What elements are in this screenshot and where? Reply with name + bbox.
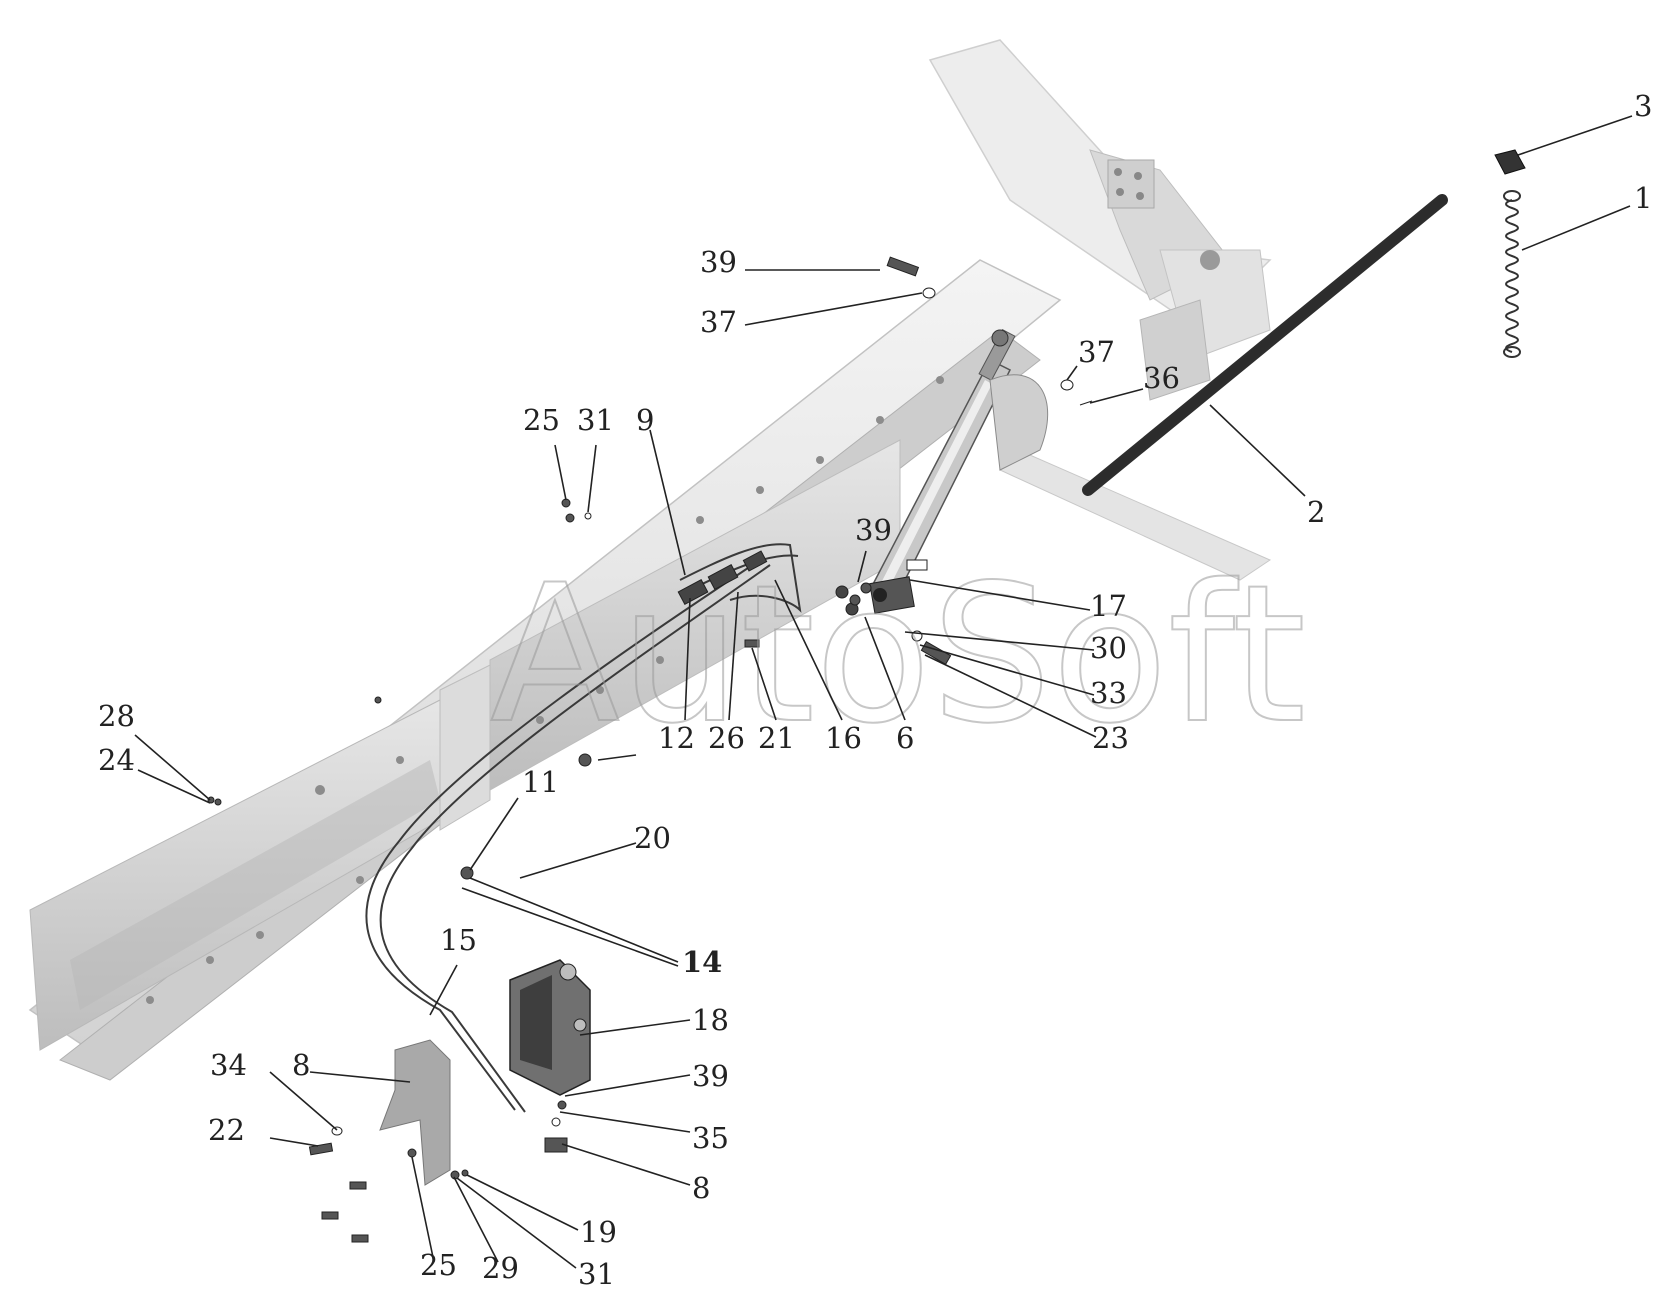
callout-34: 36 xyxy=(1143,361,1180,395)
small-hardware xyxy=(207,256,1093,1243)
hydraulic-cylinder xyxy=(868,328,1049,614)
clamp-part-3 xyxy=(1494,149,1526,175)
spring-part-1 xyxy=(1503,190,1521,358)
rod-part-2 xyxy=(1082,194,1448,496)
callout-33: 33 xyxy=(1090,676,1127,710)
callout-8-label: 8 xyxy=(292,1048,310,1082)
callout-14: 14 xyxy=(682,945,722,979)
bracket-part-8 xyxy=(379,1039,451,1186)
callout-31-top: 31 xyxy=(577,403,614,437)
callout-6: 6 xyxy=(896,721,914,755)
callout-28: 29 xyxy=(482,1251,519,1285)
callout-22: 22 xyxy=(208,1113,245,1147)
callout-19: 20 xyxy=(634,821,671,855)
callout-32: 34 xyxy=(210,1048,247,1082)
callout-15: 15 xyxy=(440,923,477,957)
callout-18: 18 xyxy=(692,1003,729,1037)
valve-body-part-18 xyxy=(509,959,591,1096)
callout-12: 12 xyxy=(658,721,695,755)
callout-labels: 3 1 2 39 37 37 36 25 31 9 39 39 17 30 33… xyxy=(98,89,1652,1291)
callout-17: 17 xyxy=(1090,589,1127,623)
callout-3: 3 xyxy=(1634,89,1652,123)
callout-30: 28 xyxy=(98,699,135,733)
callout-39-upper: 39 xyxy=(855,513,892,547)
callout-24: 24 xyxy=(98,743,135,777)
callout-16: 16 xyxy=(825,721,862,755)
leader-lines xyxy=(134,115,1633,1269)
rear-frame-structure xyxy=(928,39,1272,581)
callout-26: 26 xyxy=(708,721,745,755)
callout-1: 1 xyxy=(1634,181,1652,215)
callout-39-lower: 39 xyxy=(692,1059,729,1093)
callout-10: 8 xyxy=(692,1171,710,1205)
hose-fittings xyxy=(677,550,859,616)
callout-35: 35 xyxy=(692,1121,729,1155)
callout-21: 21 xyxy=(758,721,795,755)
callout-20: 19 xyxy=(580,1215,617,1249)
callout-31-bottom: 31 xyxy=(578,1257,615,1291)
callout-25-top: 25 xyxy=(523,403,560,437)
callout-36-right: 37 xyxy=(1078,335,1115,369)
watermark: AutoSoft xyxy=(490,544,1306,765)
callout-2: 2 xyxy=(1307,495,1325,529)
callout-36-top: 37 xyxy=(700,305,737,339)
callout-11: 11 xyxy=(522,765,559,799)
callout-25-bottom: 25 xyxy=(420,1248,457,1282)
callout-23: 23 xyxy=(1092,721,1129,755)
callout-37: 39 xyxy=(700,245,737,279)
callout-29: 30 xyxy=(1090,631,1127,665)
callout-9: 9 xyxy=(636,403,654,437)
